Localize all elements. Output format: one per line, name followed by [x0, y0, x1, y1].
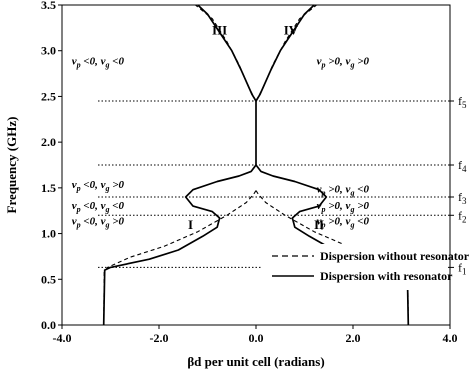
x-tick-label: -4.0 — [53, 331, 72, 345]
x-axis-label: βd per unit cell (radians) — [187, 354, 324, 369]
region-label: vp <0, vg >0 — [72, 215, 125, 229]
y-tick-label: 0.5 — [41, 272, 56, 286]
legend-label-with: Dispersion with resonator — [320, 269, 453, 283]
y-tick-label: 1.5 — [41, 181, 56, 195]
tick-group: -4.0 -2.0 0.0 2.0 4.0 0.0 0.5 1.0 1.5 2.0 2.5 3.0 3.… — [41, 0, 458, 345]
y-tick-label: 2.5 — [41, 89, 56, 103]
series-with-resonator-line — [255, 4, 315, 165]
reference-label: f5 — [458, 94, 467, 110]
region-label: vp <0, vg <0 — [72, 55, 125, 69]
series-without-resonator-line — [255, 190, 409, 326]
x-tick-label: -2.0 — [150, 331, 169, 345]
branch-annotation: I — [188, 217, 193, 232]
y-tick-label: 0.0 — [41, 318, 56, 332]
region-label: vp >0, vg >0 — [317, 55, 370, 69]
branch-annotation: IV — [284, 22, 299, 37]
y-tick-label: 2.0 — [41, 135, 56, 149]
y-tick-label: 3.0 — [41, 44, 56, 58]
x-tick-label: 0.0 — [249, 331, 264, 345]
branch-annotation: II — [314, 217, 324, 232]
legend: Dispersion without resonator Dispersion … — [262, 244, 470, 290]
legend-label-without: Dispersion without resonator — [320, 249, 470, 263]
reference-label: f1 — [458, 260, 467, 276]
y-tick-label: 1.0 — [41, 227, 56, 241]
series-without-resonator-line — [195, 4, 257, 102]
reference-label: f2 — [458, 208, 467, 224]
y-axis-label: Frequency (GHz) — [4, 117, 19, 214]
series-without-resonator-line — [103, 190, 257, 326]
series-without-resonator-line — [255, 4, 317, 102]
y-tick-label: 3.5 — [41, 0, 56, 12]
region-label: vp >0, vg <0 — [317, 183, 370, 197]
legend-box — [262, 244, 447, 290]
region-label: vp >0, vg >0 — [317, 200, 370, 214]
series-with-resonator-line — [102, 164, 257, 326]
x-tick-label: 2.0 — [346, 331, 361, 345]
region-label: vp >0, vg <0 — [317, 215, 370, 229]
region-label: vp <0, vg >0 — [72, 179, 125, 193]
reference-label: f3 — [458, 190, 467, 206]
reference-label: f4 — [458, 158, 467, 174]
x-tick-label: 4.0 — [443, 331, 458, 345]
region-label: vp <0, vg <0 — [72, 200, 125, 214]
series-with-resonator-line — [197, 4, 257, 102]
branch-annotation: III — [212, 22, 227, 37]
